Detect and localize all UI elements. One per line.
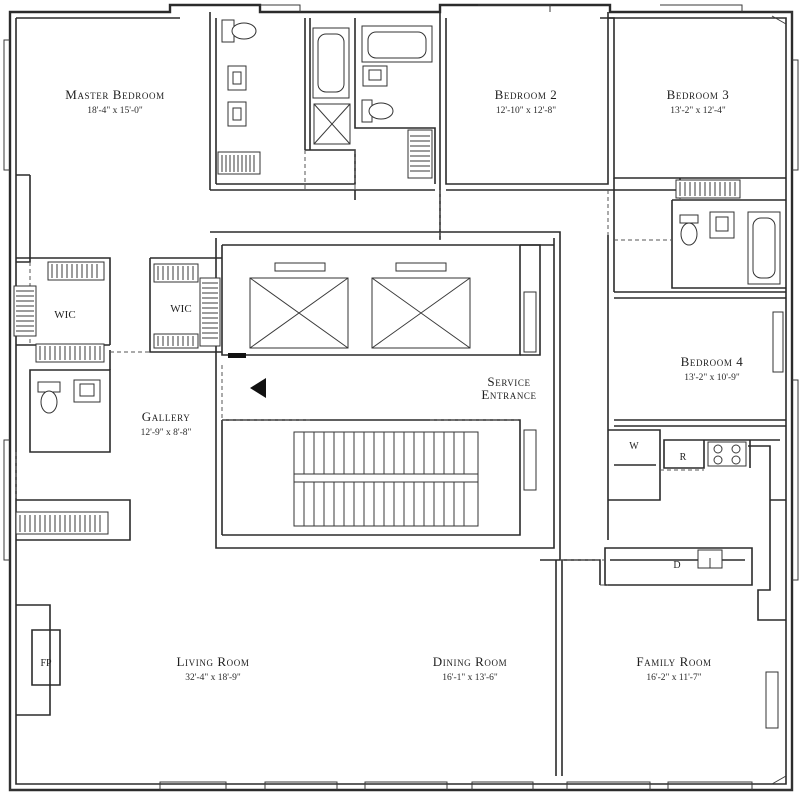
dishwasher-label: D: [673, 560, 680, 571]
bathtub-icon: [747, 211, 781, 285]
toilet-icon: [679, 214, 699, 246]
sink-icon: [697, 549, 723, 569]
living-room-name: Living Room: [177, 654, 250, 669]
shower-icon: [313, 103, 351, 145]
closet-shelving: [13, 129, 784, 729]
service-entrance-line2: Entrance: [481, 387, 536, 402]
gallery-dims: 12'-9" x 8'-8": [141, 428, 192, 438]
elevator-icon: [371, 262, 471, 349]
staircase-icon: [293, 431, 479, 527]
elevator-icon: [249, 262, 349, 349]
bathtub-icon: [312, 27, 350, 99]
sink-icon: [73, 379, 101, 403]
sink-icon: [709, 211, 735, 239]
sink-icon: [227, 65, 247, 127]
dining-room-dims: 16'-1" x 13'-6": [442, 673, 498, 683]
bedroom-4-name: Bedroom 4: [681, 354, 744, 369]
bedroom-2-name: Bedroom 2: [495, 87, 558, 102]
bedroom-3-dims: 13'-2" x 12'-4": [670, 106, 726, 116]
dining-room-name: Dining Room: [433, 654, 507, 669]
gallery-name: Gallery: [142, 409, 191, 424]
living-room-dims: 32'-4" x 18'-9": [185, 673, 241, 683]
master-bedroom-name: Master Bedroom: [65, 87, 164, 102]
toilet-icon: [37, 381, 61, 414]
cooktop-icon: [707, 441, 747, 467]
master-bedroom-dims: 18'-4" x 15'-0": [87, 106, 143, 116]
toilet-icon: [221, 19, 257, 43]
family-room-name: Family Room: [636, 654, 711, 669]
wic-left-label: WIC: [54, 309, 75, 321]
bedroom-3-name: Bedroom 3: [667, 87, 730, 102]
openings: [15, 150, 704, 586]
fixtures: [37, 19, 781, 569]
sink-icon: [362, 65, 388, 87]
fireplace-label: FP: [40, 658, 52, 669]
bathtub-icon: [361, 25, 433, 63]
refrigerator-label: R: [680, 452, 687, 463]
bedroom-2-dims: 12'-10" x 12'-8": [496, 106, 556, 116]
family-room-dims: 16'-2" x 11'-7": [646, 673, 701, 683]
bedroom-4-dims: 13'-2" x 10'-9": [684, 373, 740, 383]
wic-right-label: WIC: [170, 303, 191, 315]
washer-label: W: [629, 441, 639, 452]
entrance-arrow-icon: [250, 378, 266, 398]
service-entrance-line1: Service: [487, 374, 530, 389]
room-labels: Master Bedroom 18'-4" x 15'-0" Bedroom 2…: [40, 87, 744, 683]
toilet-icon: [361, 99, 394, 123]
